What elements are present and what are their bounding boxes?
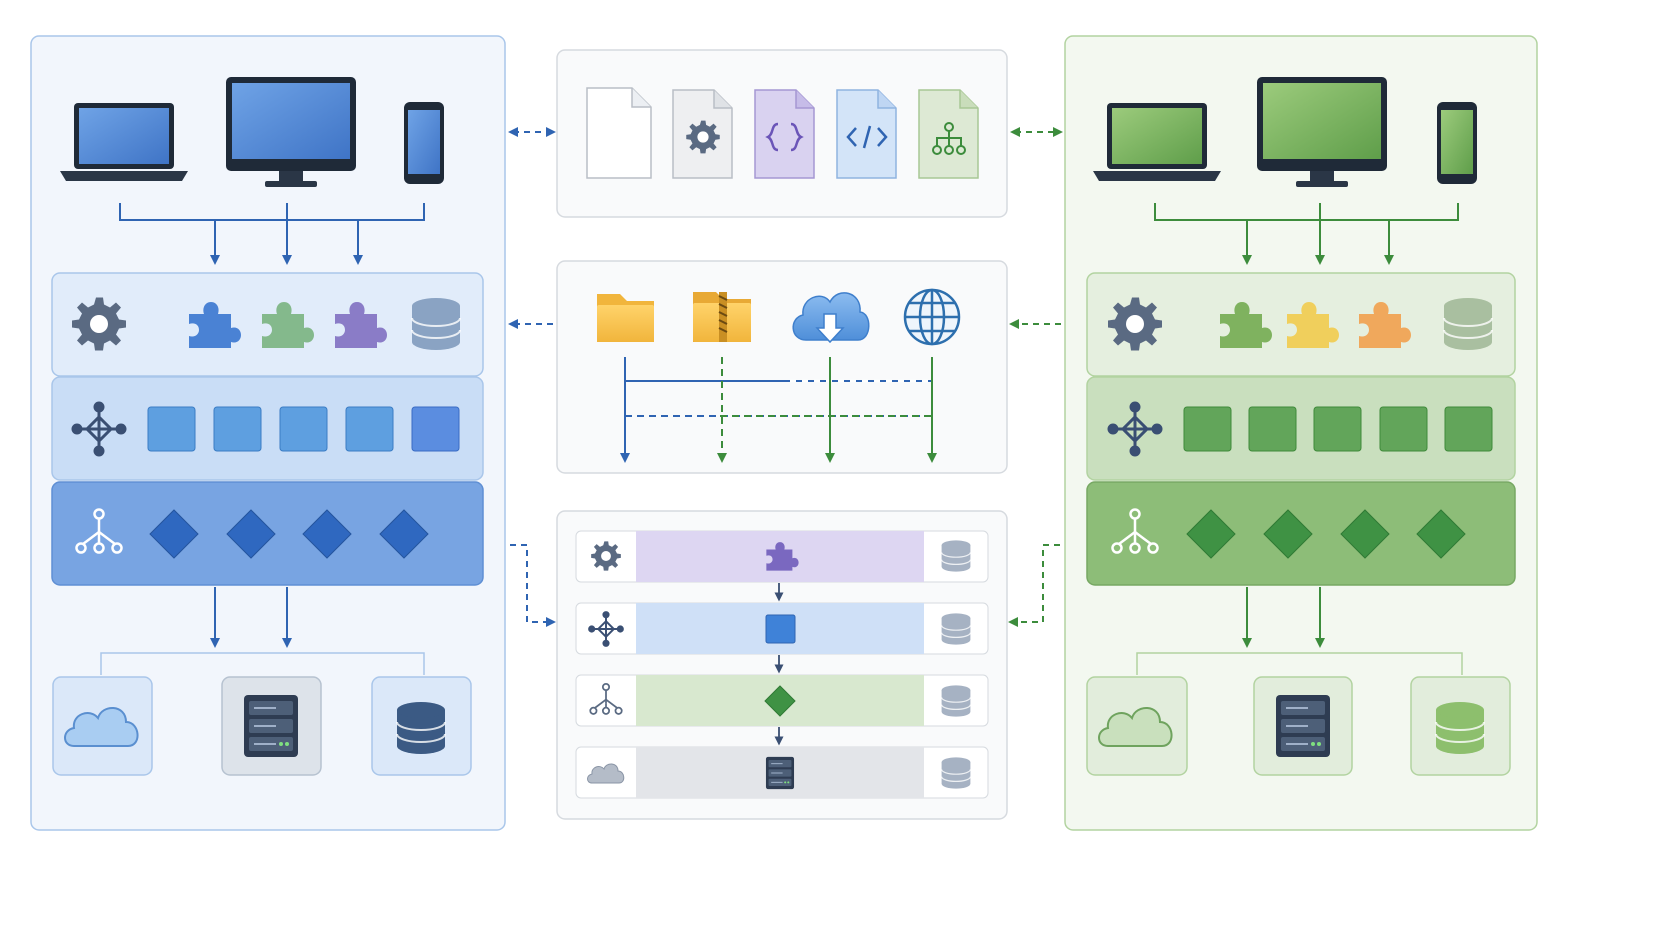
diamond-icon	[226, 509, 276, 559]
server-rack-icon	[1275, 694, 1331, 758]
smartphone-icon	[404, 102, 444, 184]
server-rack-icon	[765, 756, 795, 790]
zip-archive-icon	[693, 292, 751, 342]
pipeline-row	[575, 602, 989, 655]
square-block-icon	[1183, 406, 1232, 452]
desktop-monitor-icon	[226, 77, 356, 187]
diamond-icon	[764, 685, 796, 717]
diamond-icon	[1186, 509, 1236, 559]
desktop-monitor-icon	[1257, 77, 1387, 187]
right-bottom-connectors	[1136, 587, 1463, 675]
database-icon	[396, 701, 446, 755]
square-block-icon	[213, 406, 262, 452]
left-stack	[30, 35, 506, 831]
smartphone-icon	[1437, 102, 1477, 184]
cross-connectors	[508, 127, 1063, 627]
pipeline-row	[575, 674, 989, 727]
diamond-icon	[1263, 509, 1313, 559]
center-pipeline-panel	[556, 510, 1008, 820]
blank-file-icon	[586, 87, 652, 179]
database-icon	[940, 684, 972, 718]
right-stack	[1064, 35, 1538, 831]
database-icon	[940, 539, 972, 573]
sitemap-file-icon	[918, 89, 979, 179]
gear-icon	[1108, 297, 1162, 351]
pipeline-row	[575, 530, 989, 583]
right-layer-nodes	[1086, 376, 1516, 481]
gear-icon	[72, 297, 126, 351]
database-icon	[1443, 297, 1493, 351]
left-top-connectors	[119, 203, 425, 265]
square-block-icon	[147, 406, 196, 452]
database-icon	[411, 297, 461, 351]
square-block-icon	[1379, 406, 1428, 452]
pipeline-row	[575, 746, 989, 799]
laptop-icon	[60, 103, 188, 181]
square-block-icon	[1313, 406, 1362, 452]
square-block-icon	[765, 614, 796, 644]
code-file-icon	[836, 89, 897, 179]
diamond-icon	[1340, 509, 1390, 559]
database-icon	[940, 612, 972, 646]
square-block-icon	[411, 406, 460, 452]
gear-icon	[591, 541, 621, 571]
square-block-icon	[345, 406, 394, 452]
source-flow-lines	[620, 357, 937, 463]
left-bottom-connectors	[100, 587, 425, 675]
center-files-panel	[556, 49, 1008, 218]
diamond-icon	[302, 509, 352, 559]
right-top-connectors	[1154, 203, 1459, 265]
laptop-icon	[1093, 103, 1221, 181]
globe-icon	[903, 288, 961, 346]
left-layer-services	[51, 272, 484, 377]
json-file-icon	[754, 89, 815, 179]
folder-icon	[597, 294, 654, 342]
cloud-download-icon	[792, 292, 870, 344]
diamond-icon	[1416, 509, 1466, 559]
diamond-icon	[379, 509, 429, 559]
diamond-icon	[149, 509, 199, 559]
square-block-icon	[1444, 406, 1493, 452]
database-icon	[1435, 701, 1485, 755]
left-layer-nodes	[51, 376, 484, 481]
server-rack-icon	[243, 694, 299, 758]
database-icon	[940, 756, 972, 790]
square-block-icon	[1248, 406, 1297, 452]
settings-file-icon	[672, 89, 733, 179]
square-block-icon	[279, 406, 328, 452]
center-sources-panel	[556, 260, 1008, 474]
